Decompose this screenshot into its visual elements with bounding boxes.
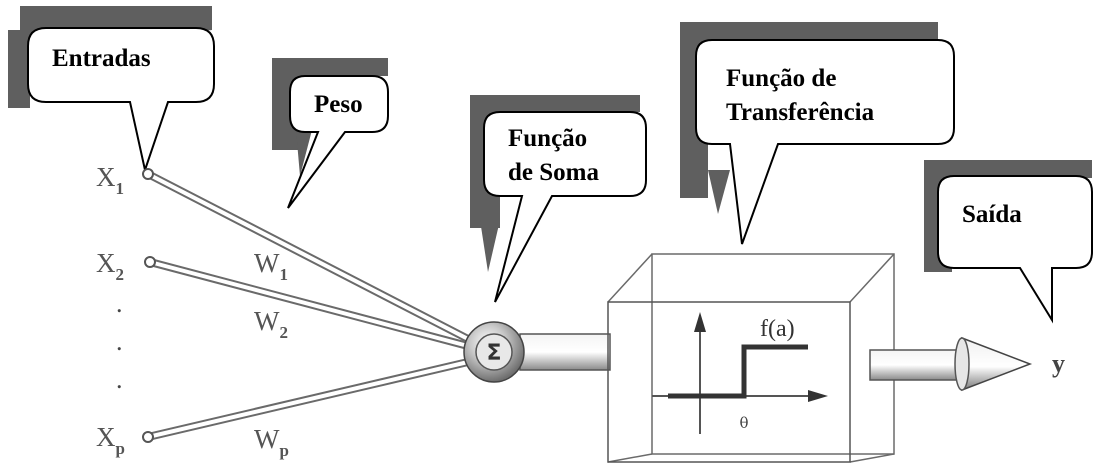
callout-shadow [8,30,30,108]
callout-entradas: Entradas [8,6,215,174]
callout-soma-line1: Função [508,125,587,152]
ellipsis-dot: . [116,327,123,356]
weight-link-2 [144,256,472,350]
summation-symbol: Σ [486,341,501,366]
input-label-x2: X2 [96,248,124,284]
callout-shadow [470,95,640,228]
ellipsis-dot: . [116,365,123,394]
step-function-graph: f(a) θ [652,312,828,434]
callout-transfer-line1: Função de [726,65,836,92]
callout-soma-line2: de Soma [508,159,599,186]
transfer-function-box [607,253,895,463]
callout-peso-label: Peso [314,91,363,118]
callout-transfer-line2: Transferência [726,99,875,126]
weight-label-w1: W1 [254,248,288,284]
summation-node: Σ [463,321,525,383]
weight-link-1 [142,168,474,344]
input-labels: X1 X2 Xp . . . [96,162,125,458]
callout-transfer: Função de Transferência [680,22,955,245]
input-label-xp: Xp [96,422,125,458]
weight-labels: W1 W2 Wp [254,248,289,460]
callout-peso: Peso [272,58,389,209]
sum-to-transfer-tube [519,333,611,371]
weight-link-p [142,358,472,443]
callout-soma: Função de Soma [470,95,647,303]
input-label-x1: X1 [96,162,124,198]
callout-bubble [27,27,215,174]
callout-bubble [287,75,389,209]
callout-bubble [695,39,955,245]
weight-label-w2: W2 [254,306,288,342]
output-arrow [869,336,1033,392]
callout-saida-label: Saída [962,201,1022,228]
output-label: y [1052,349,1065,378]
weight-label-wp: Wp [254,424,289,460]
ellipsis-dot: . [116,289,123,318]
function-label: f(a) [760,316,795,342]
callout-shadow [480,220,500,272]
callout-shadow [708,170,730,214]
callout-saida: Saída [924,160,1093,324]
callout-entradas-label: Entradas [52,45,151,72]
threshold-mark: θ [739,414,748,432]
callout-bubble [937,175,1093,324]
callout-shadow [296,130,312,176]
weight-links [142,168,474,443]
callout-bubble [483,111,647,303]
